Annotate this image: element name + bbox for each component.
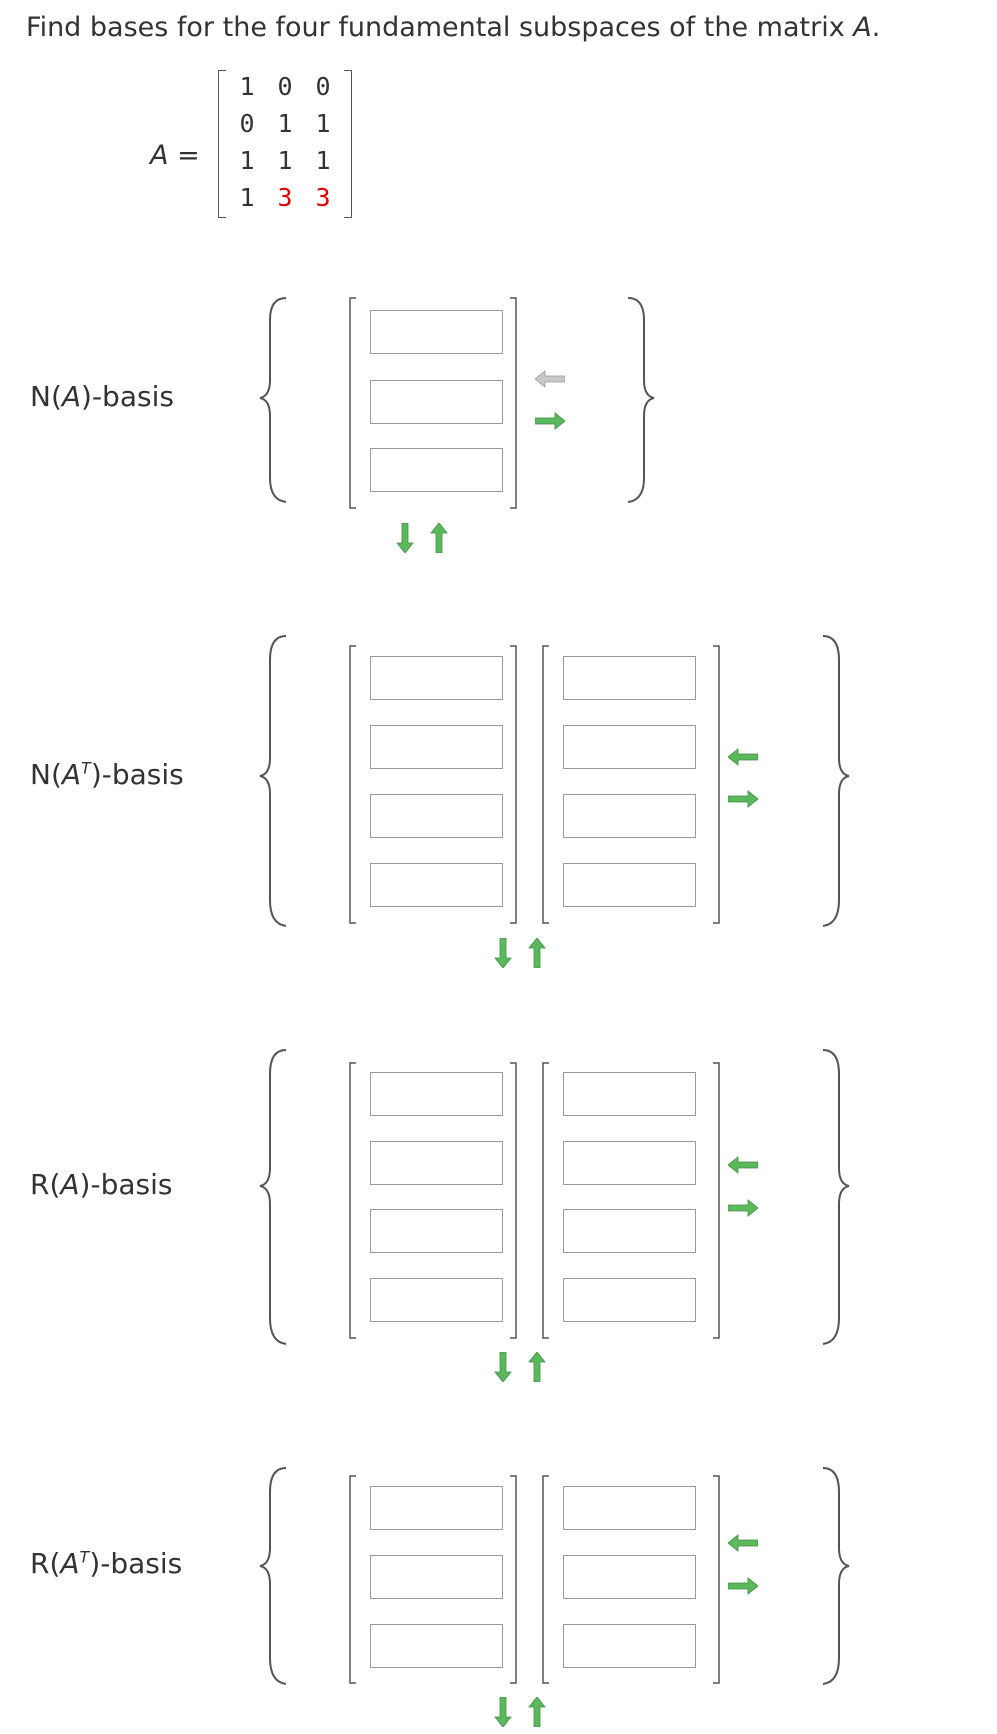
vector-bracket-right [510, 645, 517, 924]
matrix-right-bracket [344, 70, 352, 218]
arrow-down-icon[interactable] [494, 938, 512, 968]
matrix-cell: 1 [277, 109, 293, 138]
ra-v2-entry-4[interactable] [563, 1278, 696, 1322]
matrix-cell: 0 [315, 72, 331, 101]
right-brace [822, 1467, 850, 1685]
matrix-cell: 0 [239, 109, 255, 138]
nat-v2-entry-2[interactable] [563, 725, 696, 769]
arrow-right-icon[interactable] [728, 790, 758, 808]
matrix-cell: 3 [315, 183, 331, 212]
ra-v1-entry-3[interactable] [370, 1209, 503, 1253]
rat-v2-entry-3[interactable] [563, 1624, 696, 1668]
right-brace [822, 1049, 850, 1345]
right-brace [627, 297, 655, 503]
matrix-cell: 3 [277, 183, 293, 212]
matrix-cell: 1 [239, 183, 255, 212]
arrow-left-icon [535, 370, 565, 388]
ra-v1-entry-1[interactable] [370, 1072, 503, 1116]
ra-v1-entry-4[interactable] [370, 1278, 503, 1322]
rat-v1-entry-3[interactable] [370, 1624, 503, 1668]
arrow-left-icon[interactable] [728, 1156, 758, 1174]
left-brace [259, 1049, 287, 1345]
vector-bracket-left [349, 1475, 356, 1684]
nat-v1-entry-3[interactable] [370, 794, 503, 838]
arrow-right-icon[interactable] [728, 1199, 758, 1217]
ra-v2-entry-1[interactable] [563, 1072, 696, 1116]
na-v1-entry-1[interactable] [370, 310, 503, 354]
nat-v1-entry-2[interactable] [370, 725, 503, 769]
row-space-label: R(AT)-basis [30, 1547, 183, 1580]
arrow-up-icon[interactable] [528, 1352, 546, 1382]
vector-bracket-left [542, 1475, 549, 1684]
nat-v2-entry-3[interactable] [563, 794, 696, 838]
arrow-down-icon[interactable] [494, 1697, 512, 1727]
vector-bracket-right [713, 1062, 720, 1339]
matrix-cell: 1 [315, 146, 331, 175]
matrix-cell: 0 [277, 72, 293, 101]
arrow-left-icon[interactable] [728, 1534, 758, 1552]
arrow-right-icon[interactable] [535, 412, 565, 430]
matrix-cell: 1 [239, 146, 255, 175]
column-space-label: R(A)-basis [30, 1168, 173, 1201]
vector-bracket-left [349, 1062, 356, 1339]
ra-v2-entry-2[interactable] [563, 1141, 696, 1185]
matrix-cell: 1 [315, 109, 331, 138]
left-brace [259, 635, 287, 927]
matrix-label: A = [150, 140, 200, 171]
arrow-left-icon[interactable] [728, 748, 758, 766]
arrow-right-icon[interactable] [728, 1577, 758, 1595]
ra-v1-entry-2[interactable] [370, 1141, 503, 1185]
left-brace [259, 1467, 287, 1685]
nat-v2-entry-1[interactable] [563, 656, 696, 700]
arrow-up-icon[interactable] [528, 938, 546, 968]
arrow-down-icon[interactable] [494, 1352, 512, 1382]
na-v1-entry-2[interactable] [370, 380, 503, 424]
matrix-left-bracket [218, 70, 226, 218]
left-null-space-label: N(AT)-basis [30, 758, 184, 791]
arrow-up-icon[interactable] [528, 1697, 546, 1727]
vector-bracket-right [510, 297, 517, 509]
rat-v1-entry-1[interactable] [370, 1486, 503, 1530]
matrix-cell: 1 [239, 72, 255, 101]
rat-v2-entry-1[interactable] [563, 1486, 696, 1530]
vector-bracket-left [542, 645, 549, 924]
na-v1-entry-3[interactable] [370, 448, 503, 492]
vector-bracket-right [713, 1475, 720, 1684]
matrix-cell: 1 [277, 146, 293, 175]
rat-v2-entry-2[interactable] [563, 1555, 696, 1599]
null-space-label: N(A)-basis [30, 380, 174, 413]
arrow-down-icon[interactable] [396, 523, 414, 553]
nat-v1-entry-1[interactable] [370, 656, 503, 700]
vector-bracket-left [542, 1062, 549, 1339]
vector-bracket-right [510, 1062, 517, 1339]
question-text: Find bases for the four fundamental subs… [26, 12, 881, 43]
arrow-up-icon[interactable] [430, 523, 448, 553]
rat-v1-entry-2[interactable] [370, 1555, 503, 1599]
nat-v2-entry-4[interactable] [563, 863, 696, 907]
left-brace [259, 297, 287, 503]
vector-bracket-left [349, 297, 356, 509]
vector-bracket-right [713, 645, 720, 924]
vector-bracket-left [349, 645, 356, 924]
vector-bracket-right [510, 1475, 517, 1684]
ra-v2-entry-3[interactable] [563, 1209, 696, 1253]
nat-v1-entry-4[interactable] [370, 863, 503, 907]
right-brace [822, 635, 850, 927]
